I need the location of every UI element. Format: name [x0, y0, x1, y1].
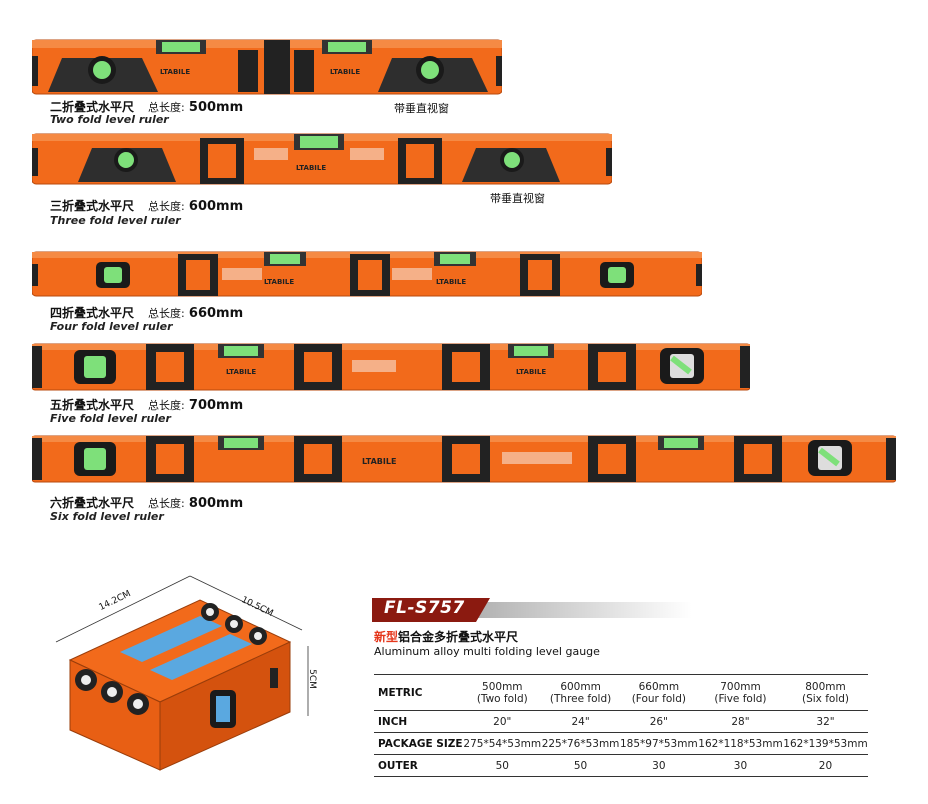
spec-cell: 600mm(Three fold) — [541, 675, 619, 711]
svg-text:LTABILE: LTABILE — [226, 368, 256, 376]
product-title-en: Aluminum alloy multi folding level gauge — [374, 645, 600, 658]
ruler-label-en: Four fold level ruler — [50, 320, 173, 333]
spec-cell-line: 162*118*53mm — [698, 737, 783, 750]
spec-cell-line: 32" — [816, 715, 835, 728]
spec-cell: 500mm(Two fold) — [463, 675, 541, 711]
spec-cell-line: (Three fold) — [549, 692, 612, 705]
spec-cell: 800mm(Six fold) — [783, 675, 868, 711]
spec-cell-line: 20" — [493, 715, 512, 728]
ruler-six-fold: LTABILE — [32, 435, 896, 483]
spec-cell: 26" — [620, 711, 698, 733]
ruler-label-en: Five fold level ruler — [50, 412, 171, 425]
spec-cell: 24" — [541, 711, 619, 733]
ruler-label-cn: 五折叠式水平尺总长度: 700mm — [50, 398, 244, 413]
spec-cell: 30 — [620, 755, 698, 777]
model-banner — [372, 598, 692, 622]
spec-cell: 28" — [698, 711, 783, 733]
svg-text:LTABILE: LTABILE — [296, 164, 326, 172]
ruler-two-fold: LTABILE LTABILE — [32, 39, 502, 95]
spec-cell-line: 24" — [571, 715, 590, 728]
spec-cell-line: 50 — [495, 759, 509, 772]
spec-cell: 185*97*53mm — [620, 733, 698, 755]
spec-cell-line: (Six fold) — [801, 692, 849, 705]
spec-cell: 225*76*53mm — [541, 733, 620, 755]
spec-cell: 32" — [783, 711, 868, 733]
model-number: FL-S757 — [384, 598, 465, 618]
spec-cell-line: 500mm — [482, 680, 523, 693]
spec-cell-line: 185*97*53mm — [619, 737, 698, 750]
spec-cell-line: 600mm — [560, 680, 601, 693]
spec-cell-line: 225*76*53mm — [541, 737, 620, 750]
spec-cell-line: 30 — [733, 759, 748, 772]
ruler-label-cn: 二折叠式水平尺总长度: 500mm — [50, 100, 244, 115]
spec-cell: 275*54*53mm — [463, 733, 541, 755]
spec-cell-line: 162*139*53mm — [783, 737, 868, 750]
spec-row: OUTER 50 50 30 30 20 — [374, 755, 868, 777]
svg-text:LTABILE: LTABILE — [264, 278, 294, 286]
spec-cell-line: 30 — [652, 759, 666, 772]
svg-text:LTABILE: LTABILE — [516, 368, 546, 376]
package-height-dim: 5CM — [306, 669, 317, 689]
spec-cell-line: 700mm — [720, 680, 761, 693]
spec-cell: 700mm(Five fold) — [698, 675, 783, 711]
spec-cell: 162*118*53mm — [698, 733, 783, 755]
spec-cell-line: 26" — [649, 715, 668, 728]
ruler-label-en: Two fold level ruler — [50, 113, 169, 126]
spec-row-header: OUTER — [378, 759, 418, 772]
spec-cell: 20" — [463, 711, 541, 733]
svg-text:LTABILE: LTABILE — [362, 457, 396, 466]
brand-logo: LTABILE — [160, 68, 190, 76]
spec-cell: 660mm(Four fold) — [620, 675, 698, 711]
spec-cell-line: 275*54*53mm — [463, 737, 542, 750]
spec-cell: 162*139*53mm — [783, 733, 868, 755]
ruler-four-fold: LTABILE LTABILE — [32, 251, 702, 297]
spec-row-header: METRIC — [378, 686, 423, 699]
ruler-label-cn: 三折叠式水平尺总长度: 600mm — [50, 199, 244, 214]
ruler-five-fold: LTABILE LTABILE — [32, 343, 750, 391]
spec-cell-line: 20 — [818, 759, 833, 772]
spec-cell-line: (Two fold) — [476, 692, 528, 705]
svg-text:LTABILE: LTABILE — [330, 68, 360, 76]
vertical-window-note: 带垂直视窗 — [394, 102, 449, 115]
spec-row-header: PACKAGE SIZE — [378, 737, 463, 750]
spec-cell: 50 — [463, 755, 541, 777]
product-title-cn: 新型铝合金多折叠式水平尺 — [374, 630, 519, 644]
ruler-label-cn: 四折叠式水平尺总长度: 660mm — [50, 306, 244, 321]
spec-cell: 30 — [698, 755, 783, 777]
spec-row: INCH 20" 24" 26" 28" 32" — [374, 711, 868, 733]
spec-cell-line: 28" — [731, 715, 750, 728]
svg-text:LTABILE: LTABILE — [436, 278, 466, 286]
spec-row-header: INCH — [378, 715, 408, 728]
ruler-three-fold: LTABILE — [32, 133, 612, 185]
spec-cell-line: (Four fold) — [631, 692, 686, 705]
folded-ruler-package — [55, 575, 309, 771]
ruler-label-en: Three fold level ruler — [50, 214, 181, 227]
spec-cell-line: 50 — [573, 759, 588, 772]
spec-cell: 20 — [783, 755, 868, 777]
spec-cell: 50 — [541, 755, 619, 777]
ruler-label-en: Six fold level ruler — [50, 510, 164, 523]
spec-cell-line: 660mm — [638, 680, 680, 693]
ruler-label-cn: 六折叠式水平尺总长度: 800mm — [50, 496, 244, 511]
spec-cell-line: (Five fold) — [714, 692, 767, 705]
vertical-window-note: 带垂直视窗 — [490, 192, 545, 205]
spec-cell-line: 800mm — [805, 680, 846, 693]
